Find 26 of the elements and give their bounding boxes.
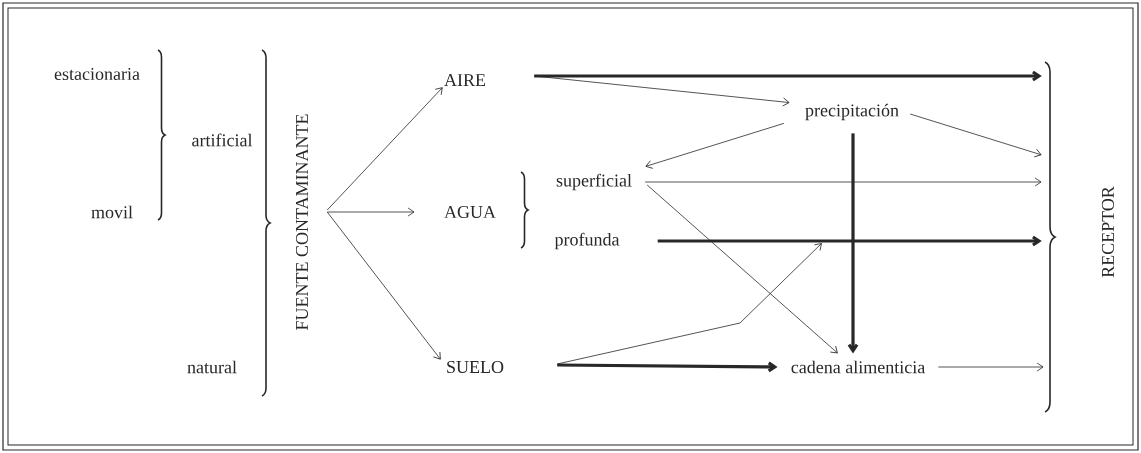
term-label: AGUA	[444, 205, 496, 219]
arrow	[909, 113, 1042, 158]
term-label: precipitación	[805, 103, 899, 121]
term-label: AIRE	[444, 74, 486, 86]
term-label: cadena alimenticia	[791, 360, 925, 374]
arrow	[847, 133, 859, 354]
term-label: artificial	[192, 133, 253, 147]
arrow	[326, 211, 441, 360]
arrow	[557, 361, 778, 373]
arrow	[657, 235, 1042, 247]
arrow	[534, 70, 1042, 82]
term-label: natural	[187, 360, 237, 374]
term-label: RECEPTOR	[1101, 186, 1114, 278]
arrow	[644, 177, 1042, 187]
arrow	[533, 75, 790, 107]
term-label: movil	[91, 205, 133, 219]
arrow	[645, 122, 785, 169]
term-label: FUENTE CONTAMINANTE	[295, 114, 309, 330]
term-label: SUELO	[447, 360, 504, 374]
term-label: estacionaria	[54, 67, 140, 81]
term-label: superficial	[556, 173, 632, 191]
arrow	[646, 184, 838, 354]
term-label: profunda	[554, 232, 620, 250]
arrow	[326, 207, 415, 217]
arrow	[938, 362, 1044, 372]
arrow	[326, 87, 443, 211]
